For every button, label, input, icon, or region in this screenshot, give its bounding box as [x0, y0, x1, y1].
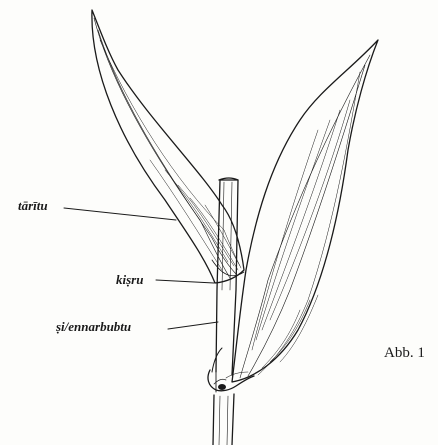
label-kisru: kiṣru — [116, 273, 143, 286]
leader-lines — [64, 208, 218, 329]
label-taritu: tārītu — [18, 199, 48, 212]
right-leaf-blade — [232, 40, 378, 382]
label-si-ennarbubtu: ṣi/ennarbubtu — [56, 320, 131, 333]
leader-line-kisru — [156, 280, 214, 283]
leader-line-taritu — [64, 208, 176, 220]
stem — [213, 178, 238, 445]
figure-caption: Abb. 1 — [384, 346, 425, 361]
leader-line-si-ennarbubtu — [168, 322, 218, 329]
left-leaf-blade — [92, 10, 244, 283]
